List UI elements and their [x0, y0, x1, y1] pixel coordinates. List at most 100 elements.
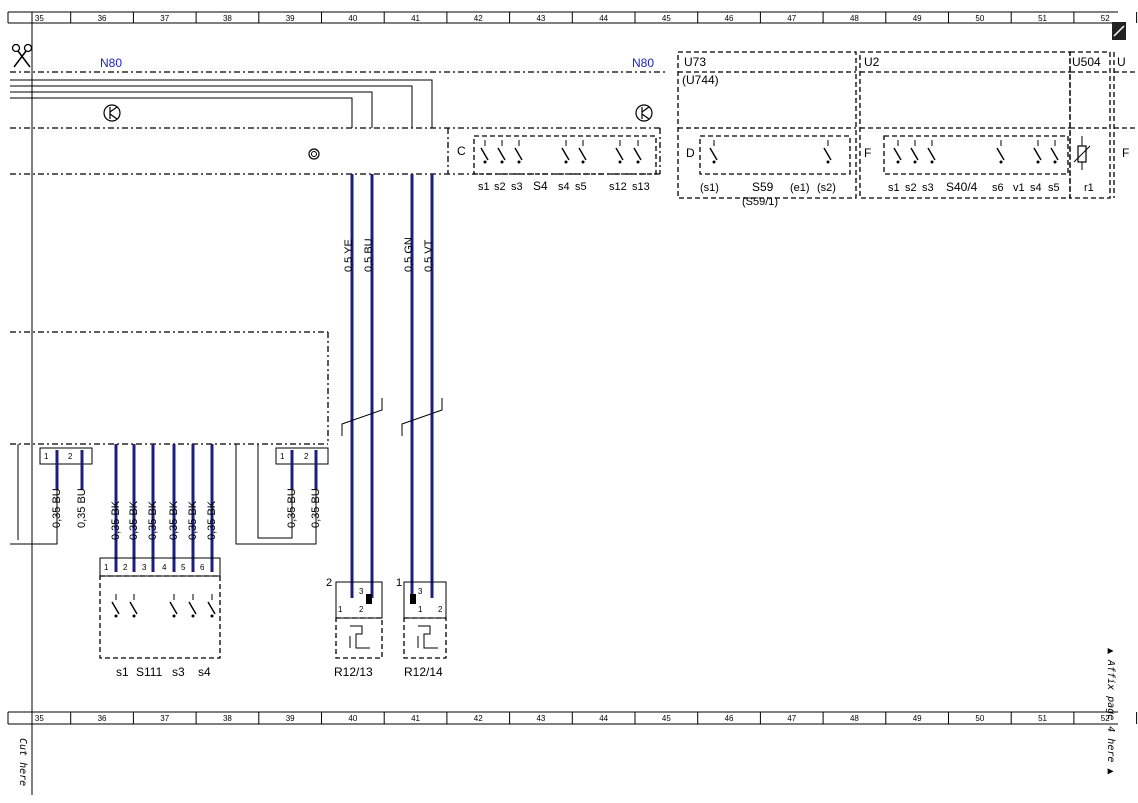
bottom-grid-number: 38: [223, 714, 232, 723]
u73-switch-label: (s2): [817, 182, 836, 194]
wire-label: 0,35 BU: [310, 488, 322, 528]
top-grid-number: 51: [1038, 14, 1047, 23]
r1214-component: 1 3 1 2 R12/14: [396, 577, 447, 679]
switch-icon: [709, 140, 718, 164]
top-grid-number: 39: [286, 14, 295, 23]
wire-label: 0,35 BK: [128, 500, 140, 540]
pin-label: 1: [418, 605, 423, 614]
pin-label: 2: [68, 452, 73, 461]
pin-label: 4: [162, 563, 167, 572]
affix-note: ▲ Affix page 4 here ▲: [1105, 648, 1116, 774]
bottom-grid-number: 36: [98, 714, 107, 723]
s111-label: s4: [198, 665, 211, 679]
transistor-icon: [635, 104, 653, 122]
top-grid-number: 35: [35, 14, 44, 23]
cut-note: Cut here: [17, 738, 28, 786]
pin-label: 1: [396, 577, 402, 589]
pin-label: 3: [142, 563, 147, 572]
wire-label: 0,35 BK: [187, 500, 199, 540]
n80-switch-label: s5: [575, 181, 587, 193]
pin-label: 1: [104, 563, 109, 572]
pin-label: 1: [280, 452, 285, 461]
u73-module: U73 (U744) D (s1) S59 (e1) (s2) (S59/1): [677, 51, 857, 208]
top-grid-number: 36: [98, 14, 107, 23]
bottom-grid-number: 42: [474, 714, 483, 723]
top-grid-number: 47: [787, 14, 796, 23]
switch-icon: [615, 140, 624, 164]
bottom-grid-number: 50: [975, 714, 984, 723]
switch-icon: [1050, 140, 1059, 164]
bottom-grid-number: 47: [787, 714, 796, 723]
connector-c-label: C: [457, 144, 466, 158]
wire-label: 0,35 BK: [110, 500, 122, 540]
top-grid-number: 45: [662, 14, 671, 23]
top-grid-number: 46: [725, 14, 734, 23]
pin-label: 2: [304, 452, 309, 461]
wire-label: 0,35 BU: [286, 488, 298, 528]
page-marker-icon: [1112, 22, 1126, 40]
top-grid-number: 42: [474, 14, 483, 23]
wire-label: 0,35 BU: [76, 488, 88, 528]
switch-icon: [169, 594, 178, 618]
switch-icon: [893, 140, 902, 164]
switch-icon: [561, 140, 570, 164]
bottom-grid-number: 43: [536, 714, 545, 723]
s111-switch-block: 1 2 3 4 5 6 s1 S111 s3 s4: [99, 557, 221, 679]
lower-module: 1 2 1 2 0,35 BU 0,35 BU 0,35 BU 0,35 BU …: [10, 331, 329, 572]
u2-switch-label: s2: [905, 182, 917, 194]
n80-label-left: N80: [100, 56, 122, 70]
bottom-grid-number: 52: [1101, 714, 1110, 723]
u504-label: U504: [1072, 55, 1101, 69]
u2-module: U2 F s1 s2 s3 S40/4 s6 v1 s4 s5: [859, 51, 1071, 199]
partial-module-right: U F: [1113, 52, 1138, 198]
n80-switch-label: s12: [609, 181, 627, 193]
s111-label: S111: [136, 665, 163, 679]
u2-switch-label: s6: [992, 182, 1004, 194]
u2-switch-label: s5: [1048, 182, 1060, 194]
u73-switch-label: (s1): [700, 182, 719, 194]
resistor-icon: [1073, 136, 1091, 170]
top-grid-number: 38: [223, 14, 232, 23]
top-grid-number: 43: [536, 14, 545, 23]
u-partial-label: U: [1117, 55, 1126, 69]
u73-sub-label: (S59/1): [742, 196, 778, 208]
bottom-grid-number: 45: [662, 714, 671, 723]
u2-switch-label: S40/4: [946, 180, 978, 194]
bottom-grid-number: 35: [35, 714, 44, 723]
wire-label: 0,5 YE: [343, 239, 355, 272]
pin-label: 2: [123, 563, 128, 572]
top-grid-number: 52: [1101, 14, 1110, 23]
bottom-grid-number: 48: [850, 714, 859, 723]
wire-label: 0,5 GN: [403, 237, 415, 272]
u2-switch-label: s4: [1030, 182, 1042, 194]
wire-label: 0,5 BU: [363, 238, 375, 272]
switch-icon: [111, 594, 120, 618]
u744-label: (U744): [682, 73, 719, 87]
wire-label: 0,35 BK: [168, 500, 180, 540]
switch-icon: [578, 140, 587, 164]
switch-icon: [207, 594, 216, 618]
u2-switch-label: s1: [888, 182, 900, 194]
bottom-grid-number: 39: [286, 714, 295, 723]
transistor-icon: [103, 104, 121, 122]
switch-icon: [823, 140, 832, 164]
top-grid-number: 37: [160, 14, 169, 23]
n80-switch-label: s13: [632, 181, 650, 193]
switch-icon: [633, 140, 642, 164]
pin-label: 2: [326, 577, 332, 589]
wire-label: 0,5 VT: [423, 239, 435, 272]
top-grid-number: 50: [975, 14, 984, 23]
pin-label: 2: [359, 605, 364, 614]
pin-label: 3: [418, 587, 423, 596]
u504-switch-label: r1: [1084, 182, 1094, 194]
top-grid-number: 44: [599, 14, 608, 23]
bottom-grid-number: 40: [348, 714, 357, 723]
wire-bundle-top: 0,5 YE 0,5 BU 0,5 GN 0,5 VT: [341, 174, 443, 598]
s111-label: s3: [172, 665, 185, 679]
top-grid-number: 48: [850, 14, 859, 23]
u504-module: U504 r1: [1069, 51, 1111, 199]
switch-icon: [514, 140, 523, 164]
r1213-component: 2 3 1 2 R12/13: [326, 577, 383, 679]
